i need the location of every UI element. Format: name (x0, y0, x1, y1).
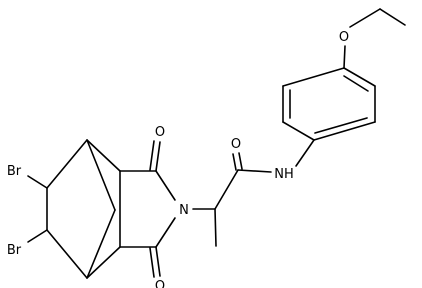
bond-bridgehead-top (86, 139, 121, 172)
bond-co-top-a (155, 141, 161, 172)
bond-cbr-br-bottom (27, 229, 48, 243)
bond-ring-6 (282, 67, 345, 87)
bond-cbr-br-top (27, 175, 48, 189)
bromo-groups (27, 175, 48, 243)
amide-group (192, 139, 315, 247)
bond-n-c-top (155, 170, 176, 201)
bond-o-aryl (343, 45, 346, 69)
atom-label-o-imide-bottom: O (155, 279, 165, 288)
bond-ring-3 (313, 121, 376, 141)
atom-label-br-bottom: Br (7, 243, 22, 258)
ethoxy-group (343, 8, 406, 69)
bond-ring-4 (282, 121, 315, 141)
bond-aryl-nh (295, 139, 315, 167)
bond-co-double-b (238, 152, 243, 170)
atom-label-o-imide-top: O (155, 125, 165, 140)
bond-bridgehead-bottom (86, 246, 121, 279)
bond-ring-inner-1 (343, 75, 369, 92)
bond-bridge-top (86, 139, 116, 211)
bond-top-cbr (46, 139, 88, 189)
norbornane-core (46, 139, 121, 279)
bond-bridge-bottom (86, 209, 116, 279)
bond-co-calpha (214, 169, 239, 210)
bond-co-bottom-a (155, 246, 161, 277)
bond-n-c-bottom (155, 217, 176, 248)
imide-ring (119, 140, 176, 278)
atom-label-nh: NH (274, 167, 294, 182)
atom-label-o-amide: O (231, 137, 241, 152)
bond-ring-inner-2 (314, 117, 368, 134)
bond-ch3-ch2 (379, 8, 406, 26)
atom-label-br-top: Br (7, 164, 22, 179)
bond-nh-co (237, 169, 272, 173)
atom-label-n-imide: N (179, 203, 189, 218)
bond-calpha-methyl (214, 208, 217, 247)
bond-co-top-b (149, 140, 155, 171)
bond-ring-1 (343, 67, 376, 87)
atom-label-o-ether: O (339, 30, 349, 45)
bond-co-double-a (232, 153, 237, 171)
bond-ch2-o (349, 8, 381, 28)
bond-bottom-cbr (46, 229, 88, 279)
phenyl-ring (282, 67, 376, 141)
bond-co-bottom-b (149, 247, 155, 278)
